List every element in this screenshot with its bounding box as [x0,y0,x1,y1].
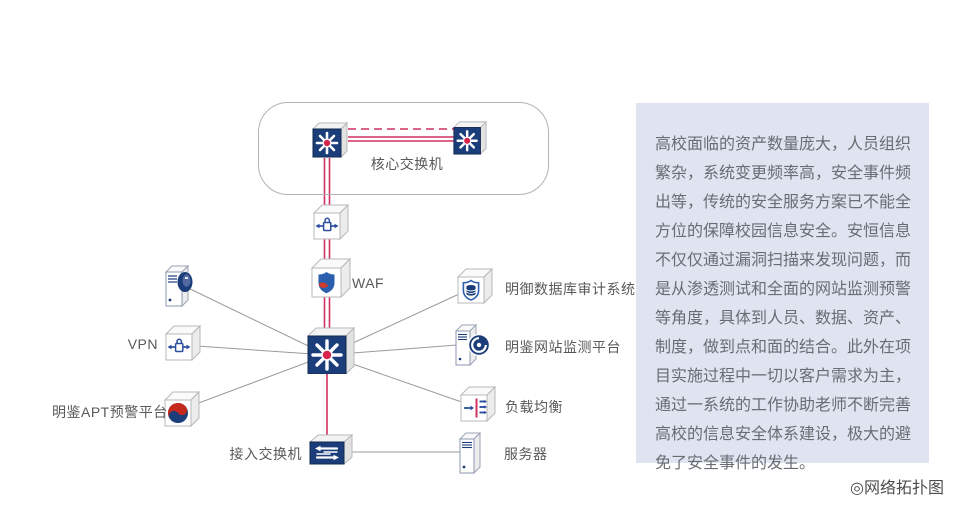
core-switch-left-icon [311,120,349,163]
db-audit-label: 明御数据库审计系统 [505,281,636,297]
figure-caption: ◎网络拓扑图 [850,480,944,497]
info-panel-text: 高校面临的资产数量庞大，人员组织繁杂，系统变更频率高，安全事件频出等，传统的安全… [655,136,912,472]
core-switch-group-frame [258,102,549,195]
apt-platform-icon [163,390,201,433]
vpn-label: VPN [127,336,158,352]
core-switch-label: 核心交换机 [370,156,444,172]
apt-platform-label: 明鉴APT预警平台 [52,404,168,420]
core-switch-right-icon [452,119,488,160]
waf-label: WAF [352,275,385,291]
load-balance-icon [459,385,497,428]
waf-icon [310,257,352,304]
vpn-icon [164,324,202,367]
central-switch-icon [305,324,356,379]
web-monitor-icon [453,323,493,372]
firewall-icon [312,203,350,246]
core-redundancy-links [348,128,454,142]
info-panel: 高校面临的资产数量庞大，人员组织繁杂，系统变更频率高，安全事件频出等，传统的安全… [636,103,929,472]
web-monitor-label: 明鉴网站监测平台 [505,339,621,355]
security-server-icon [162,262,202,313]
core-to-center-trunk [323,158,331,436]
server-label: 服务器 [504,446,548,462]
db-audit-icon [456,267,494,310]
access-switch-label: 接入交换机 [229,446,302,462]
load-balance-label: 负载均衡 [505,399,563,415]
access-switch-icon [308,432,354,475]
server-icon [456,430,490,479]
